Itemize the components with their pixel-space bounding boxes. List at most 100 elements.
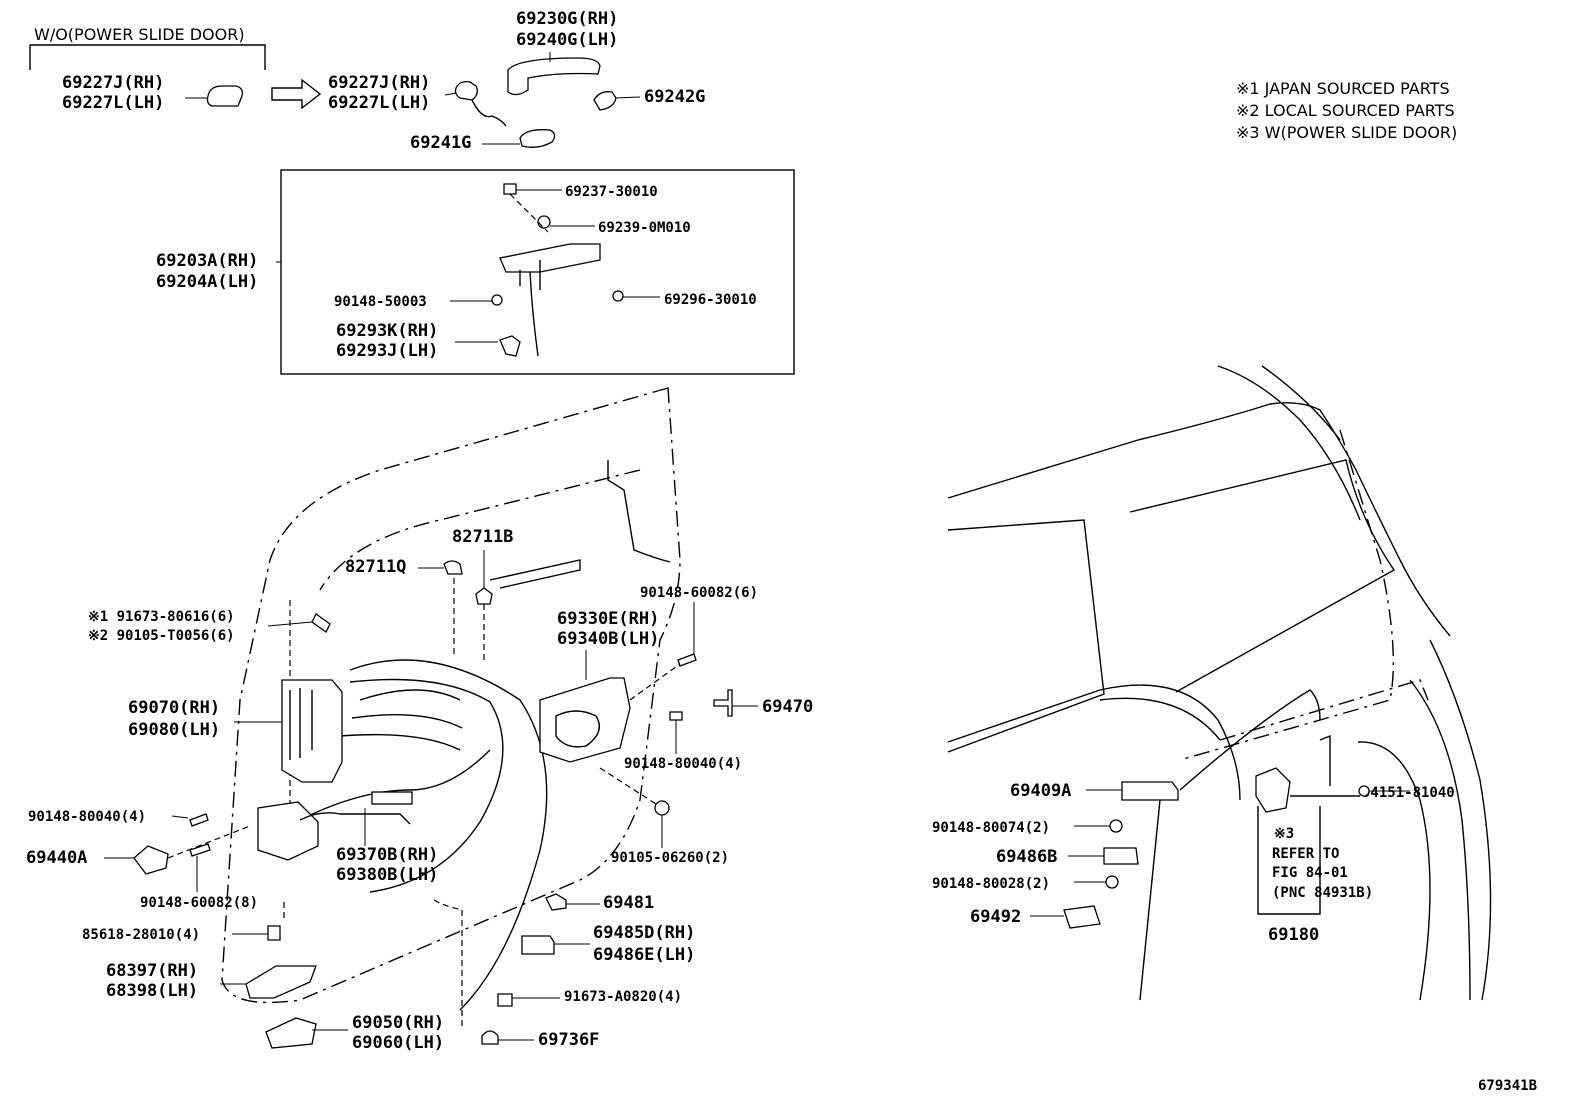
handle-pad-small-part: [519, 129, 556, 148]
label-69070: 69070(RH): [128, 698, 220, 718]
label-69736F: 69736F: [538, 1030, 599, 1050]
bolt-50003-part: [491, 294, 503, 306]
striker-69470-part: [713, 689, 733, 717]
label-69293J: 69293J(LH): [336, 341, 438, 361]
label-69240G: 69240G(LH): [516, 30, 618, 50]
bolt-91673-part: [311, 613, 331, 633]
cap-part: [593, 91, 617, 111]
striker-69492-part: [1063, 905, 1101, 929]
bolt-06260-part: [654, 800, 670, 816]
notes: ※1 JAPAN SOURCED PARTS ※2 LOCAL SOURCED …: [1236, 79, 1457, 142]
label-90148-60082-b: 90148-60082(8): [140, 895, 258, 911]
vehicle-quarter-outline: [947, 365, 1492, 1001]
bumper-69481-part: [545, 893, 567, 911]
label-69440A: 69440A: [26, 848, 87, 868]
label-69050: 69050(RH): [352, 1013, 444, 1033]
label-69180: 69180: [1268, 925, 1319, 945]
label-91673-A0820: 91673-A0820(4): [564, 989, 682, 1005]
bracket-69440A-part: [133, 845, 169, 875]
ref-line2: FIG 84-01: [1272, 865, 1348, 881]
screw-top-part: [677, 653, 697, 667]
label-90148-50003: 90148-50003: [334, 294, 427, 310]
label-69296: 69296-30010: [664, 292, 757, 308]
label-69485D: 69485D(RH): [593, 923, 695, 943]
handle-frame-part: [499, 243, 601, 273]
protector-part: [499, 335, 521, 357]
bolt-80074-part: [1109, 819, 1123, 833]
variant-label: W/O(POWER SLIDE DOOR): [34, 25, 245, 44]
label-69330E: 69330E(RH): [557, 609, 659, 629]
label-69227L-a: 69227L(LH): [62, 93, 164, 113]
bolt-A0820-part: [497, 993, 513, 1007]
cable-sleeve-part: [371, 791, 413, 805]
label-69227J-a: 69227J(RH): [62, 73, 164, 93]
label-68397: 68397(RH): [106, 961, 198, 981]
ref-mark: ※3: [1274, 826, 1294, 842]
label-94151: 94151-81040: [1362, 785, 1455, 801]
label-90148-80028: 90148-80028(2): [932, 876, 1050, 892]
label-69060: 69060(LH): [352, 1033, 444, 1053]
bolt-80028-part: [1105, 875, 1119, 889]
note-2: ※2 LOCAL SOURCED PARTS: [1236, 101, 1455, 120]
screw-60082-part: [189, 843, 211, 857]
label-69380B: 69380B(LH): [336, 865, 438, 885]
ref-line1: REFER TO: [1272, 846, 1339, 862]
handle-69409A-part: [1121, 781, 1179, 801]
note-1: ※1 JAPAN SOURCED PARTS: [1236, 79, 1450, 98]
handle-pad-part: [454, 80, 478, 101]
note-3: ※3 W(POWER SLIDE DOOR): [1236, 123, 1457, 142]
clip-82711B-part: [475, 587, 493, 605]
label-82711Q: 82711Q: [345, 557, 406, 577]
variant-bracket: W/O(POWER SLIDE DOOR): [29, 25, 266, 70]
stopper-69485D-part: [521, 935, 555, 955]
label-90148-80040-l: 90148-80040(4): [28, 809, 146, 825]
handle-cover-part: [206, 85, 244, 107]
label-90105-T0056: ※2 90105-T0056(6): [88, 628, 235, 644]
figure-id: 679341B: [1478, 1078, 1537, 1094]
label-69227J-b: 69227J(RH): [328, 73, 430, 93]
arrow-icon: [271, 78, 322, 110]
handle-frame-box: [280, 169, 795, 375]
label-85618: 85618-28010(4): [82, 927, 200, 943]
label-69340B: 69340B(LH): [557, 629, 659, 649]
label-69492: 69492: [970, 907, 1021, 927]
bolt-94151-part: [1358, 785, 1370, 797]
ref-line3: (PNC 84931B): [1272, 885, 1373, 901]
guide-68397-part: [245, 965, 317, 999]
label-90148-80074: 90148-80074(2): [932, 820, 1050, 836]
lower-lock-part: [265, 1017, 317, 1049]
bolt-69296-part: [612, 290, 624, 302]
label-69241G: 69241G: [410, 133, 471, 153]
clip-69736F-part: [481, 1030, 499, 1045]
screw-80040-l-part: [189, 813, 209, 827]
outside-handle-part: [507, 57, 601, 96]
clip-82711Q-part: [443, 560, 463, 575]
center-lock-part: [257, 801, 319, 861]
label-69080: 69080(LH): [128, 720, 220, 740]
label-91673-80616: ※1 91673-80616(6): [88, 609, 235, 625]
rear-lock-part: [539, 677, 631, 763]
label-68398: 68398(LH): [106, 981, 198, 1001]
label-90148-60082-top: 90148-60082(6): [640, 585, 758, 601]
label-69486E: 69486E(LH): [593, 945, 695, 965]
label-69239: 69239-0M010: [598, 220, 691, 236]
label-69409A: 69409A: [1010, 781, 1071, 801]
label-69227L-b: 69227L(LH): [328, 93, 430, 113]
label-69470: 69470: [762, 697, 813, 717]
label-69370B: 69370B(RH): [336, 845, 438, 865]
grommet-part: [537, 215, 551, 229]
label-69203A: 69203A(RH): [156, 251, 258, 271]
label-69486B: 69486B: [996, 847, 1057, 867]
label-69204A: 69204A(LH): [156, 272, 258, 292]
label-69481: 69481: [603, 893, 654, 913]
label-69293K: 69293K(RH): [336, 321, 438, 341]
label-90148-80040-r: 90148-80040(4): [624, 756, 742, 772]
screw-80040-r-part: [669, 711, 683, 721]
cushion-69486B-part: [1103, 847, 1139, 865]
back-lock-69180-part: [1255, 767, 1291, 813]
cap-69237-part: [503, 183, 517, 195]
label-90105-06260: 90105-06260(2): [611, 850, 729, 866]
label-69230G: 69230G(RH): [516, 9, 618, 29]
